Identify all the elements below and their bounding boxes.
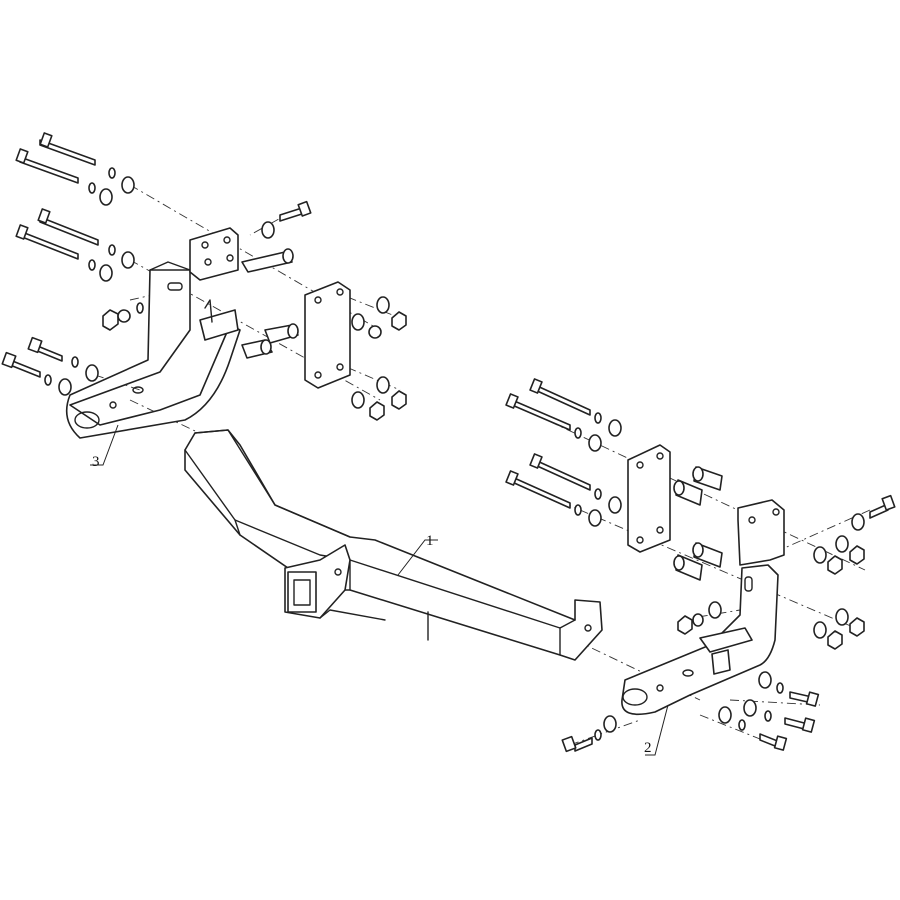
carriage-bolt [1,132,312,378]
callout-3: 3 [90,424,119,470]
callout-1: 1 [397,533,438,576]
spacer-tube [673,466,723,581]
callout-2: 2 [644,704,669,756]
washer-nut-set [574,412,865,741]
washer-nut-set [44,167,407,421]
callout-label-main-beam: 1 [426,533,434,549]
spacer-tube [241,248,299,359]
callout-label-right-bracket: 2 [644,740,652,756]
callout-label-left-bracket: 3 [92,454,100,470]
hitch-main-beam [184,429,603,661]
right-frame-bracket [505,378,896,753]
left-frame-bracket [1,132,407,439]
carriage-bolt [505,378,896,753]
